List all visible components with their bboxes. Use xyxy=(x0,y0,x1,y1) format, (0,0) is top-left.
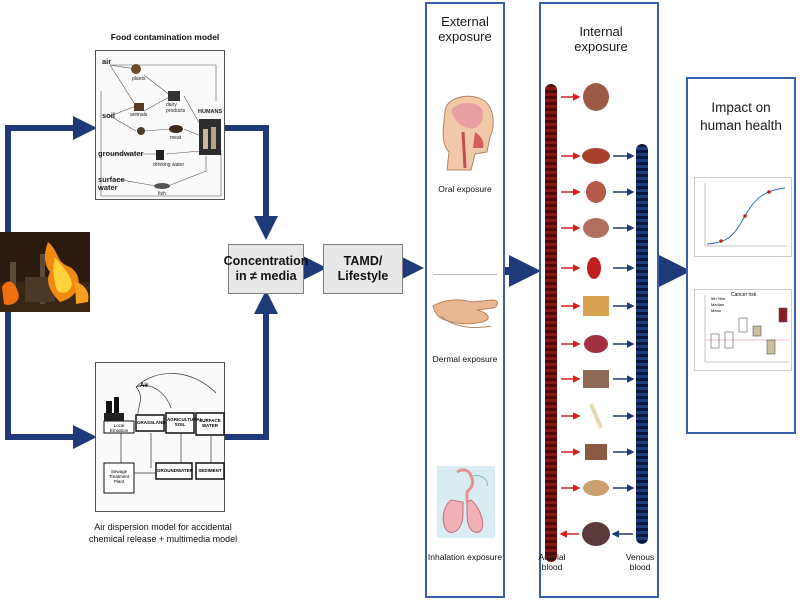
legend-mean: Mean xyxy=(711,308,722,313)
brain-icon xyxy=(583,218,609,238)
dose-response-curve xyxy=(704,183,787,247)
arterial-blood-vessel xyxy=(545,84,557,562)
legend-median: Median xyxy=(711,302,725,307)
food-contamination-model: air soil groundwater surface water plant… xyxy=(95,50,225,200)
air-node-groundwater: GROUNDWATER xyxy=(157,468,193,473)
chemical-fire-image xyxy=(0,232,90,312)
kidneys-pair-icon xyxy=(584,335,608,353)
kidney-icon xyxy=(587,257,601,279)
organ-flow-arrows xyxy=(559,83,635,546)
inhalation-exposure-label: Inhalation exposure xyxy=(427,552,503,562)
tamd-label: TAMD/ Lifestyle xyxy=(337,254,389,283)
adipose-icon xyxy=(585,444,607,460)
air-model-title: Air dispersion model for accidental chem… xyxy=(88,522,238,544)
heart-icon xyxy=(586,181,606,203)
external-exposure-panel: External exposure Oral exposure Dermal e… xyxy=(425,2,505,598)
arterial-blood-label: Arterial blood xyxy=(538,552,566,572)
intestine-icon xyxy=(583,83,609,111)
food-node-drinking-water: drinking water xyxy=(153,162,185,168)
food-node-meat: meat xyxy=(170,135,182,141)
food-node-plants: plants xyxy=(132,76,146,82)
venous-blood-label: Venous blood xyxy=(625,552,655,572)
food-model-links xyxy=(100,64,222,197)
food-node-groundwater: groundwater xyxy=(98,149,144,158)
air-node-agricultural-soil: AGRICULTURAL SOIL xyxy=(167,417,203,427)
external-exposure-title: External exposure xyxy=(438,14,492,44)
air-node-sewage: Sewage Treatment Plant xyxy=(108,469,130,484)
food-node-animals: animals xyxy=(130,112,148,118)
legend-5th: 5th %ile xyxy=(711,296,726,301)
air-dispersion-model: Air Local Emission GRASSLAND AGRICULTURA… xyxy=(95,362,225,512)
air-node-air: Air xyxy=(140,383,149,389)
food-node-surface-water: surface water xyxy=(98,175,125,192)
lungs-icon xyxy=(437,466,495,538)
oral-exposure-label: Oral exposure xyxy=(438,184,492,194)
external-divider-1 xyxy=(433,274,497,275)
food-node-dairy: dairy products xyxy=(166,102,186,114)
food-node-humans: HUMANS xyxy=(198,109,223,115)
dose-response-chart xyxy=(694,177,792,257)
air-to-concentration-arrow xyxy=(225,290,278,440)
lung-organ-icon xyxy=(582,522,610,546)
muscle-icon xyxy=(583,370,609,388)
food-node-soil: soil xyxy=(102,111,115,120)
liver-icon xyxy=(582,148,610,164)
dermal-exposure-label: Dermal exposure xyxy=(432,354,498,364)
hands-icon xyxy=(432,299,498,329)
food-node-fish: fish xyxy=(158,191,166,197)
cancer-risk-boxplot: Cancer risk 5th %ile Median Mean xyxy=(694,289,792,371)
venous-blood-vessel xyxy=(636,144,648,544)
head-cross-section-icon xyxy=(442,95,494,171)
air-model-links xyxy=(103,373,225,494)
food-to-concentration-arrow xyxy=(225,125,278,240)
cancer-risk-title: Cancer risk xyxy=(731,292,757,298)
air-node-surface-water: SURFACE WATER xyxy=(199,418,221,428)
bone-icon xyxy=(589,403,603,429)
tamd-lifestyle-box: TAMD/ Lifestyle xyxy=(323,244,403,294)
air-node-sediment: SEDIMENT xyxy=(198,468,222,473)
concentration-label: Concentration in ≠ media xyxy=(223,254,309,283)
skin-icon xyxy=(583,296,609,316)
air-node-local-emission: Local Emission xyxy=(109,423,129,433)
food-node-air: air xyxy=(102,57,112,66)
internal-exposure-title: Internal exposure xyxy=(574,24,628,54)
air-node-grassland: GRASSLAND xyxy=(137,420,166,425)
impact-panel: Impact on human health Cancer risk 5th %… xyxy=(686,77,796,434)
impact-title: Impact on human health xyxy=(700,100,782,133)
boxplot-marks xyxy=(704,295,789,363)
concentration-box: Concentration in ≠ media xyxy=(224,244,308,294)
internal-exposure-panel: Internal exposure xyxy=(539,2,659,598)
pancreas-icon xyxy=(583,480,609,496)
food-model-title: Food contamination model xyxy=(110,32,220,42)
